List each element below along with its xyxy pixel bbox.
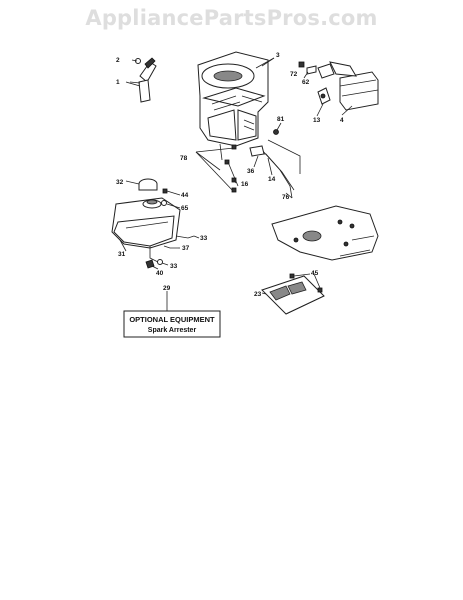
heat-shield xyxy=(261,275,325,315)
optional-equipment-box xyxy=(123,291,221,338)
callout-78: 78 xyxy=(180,155,188,162)
muffler xyxy=(317,61,379,111)
fuel-cap xyxy=(138,178,158,191)
callout-3: 3 xyxy=(276,52,280,59)
leader-lines xyxy=(119,57,353,295)
callout-76: 76 xyxy=(282,194,290,201)
callout-33-lower: 33 xyxy=(170,263,178,270)
engine-bolts xyxy=(195,144,239,193)
callout-81: 81 xyxy=(277,116,285,123)
callout-72: 72 xyxy=(290,71,298,78)
exhaust-hardware xyxy=(298,61,331,105)
optional-equipment-title: OPTIONAL EQUIPMENT xyxy=(129,315,215,324)
callout-65: 65 xyxy=(181,205,189,212)
callout-40: 40 xyxy=(156,270,164,277)
callout-33-upper: 33 xyxy=(200,235,208,242)
callout-16: 16 xyxy=(241,181,249,188)
callout-4: 4 xyxy=(340,117,344,124)
callout-45: 45 xyxy=(311,270,319,277)
throttle-control xyxy=(125,57,157,103)
frame-plate xyxy=(271,205,379,261)
callout-32: 32 xyxy=(116,179,124,186)
callout-36: 36 xyxy=(247,168,255,175)
callout-2: 2 xyxy=(116,57,120,64)
callout-37: 37 xyxy=(182,245,190,252)
callout-14: 14 xyxy=(268,176,276,183)
fuel-line xyxy=(249,129,301,199)
callout-44: 44 xyxy=(181,192,189,199)
fuel-tank xyxy=(111,197,181,249)
callout-31: 31 xyxy=(118,251,126,258)
optional-equipment-subtitle: Spark Arrester xyxy=(148,327,197,334)
heat-shield-hardware xyxy=(289,273,323,293)
callout-13: 13 xyxy=(313,117,321,124)
callout-62: 62 xyxy=(302,79,310,86)
callout-29: 29 xyxy=(163,285,171,292)
engine xyxy=(197,51,275,161)
callout-23: 23 xyxy=(254,291,262,298)
callout-1: 1 xyxy=(116,79,120,86)
tank-fittings xyxy=(161,188,168,206)
watermark: AppliancePartsPros.com xyxy=(85,6,378,30)
callout-labels: 2 1 3 72 62 13 4 81 78 36 14 16 76 32 44… xyxy=(116,52,344,334)
